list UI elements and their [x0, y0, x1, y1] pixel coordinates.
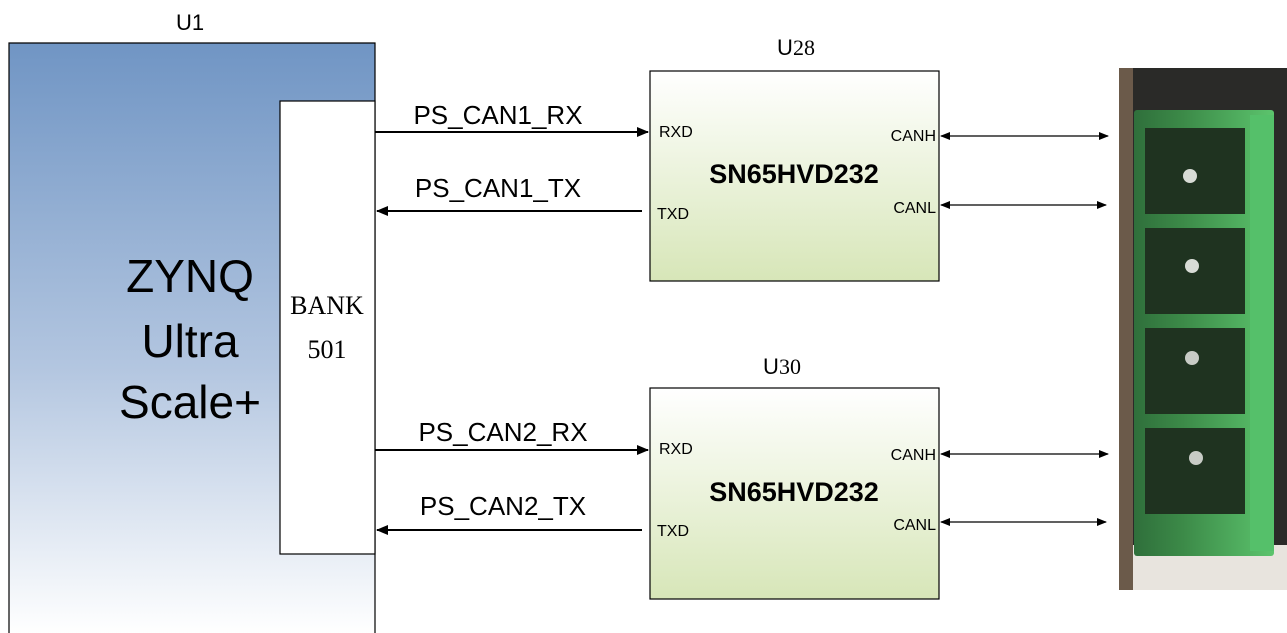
u30-pin-rxd: RXD [659, 441, 693, 458]
u30-body [649, 387, 940, 600]
terminal-block-connector [1119, 68, 1287, 590]
connector-slot-4 [1145, 428, 1245, 514]
u30-ref-label: U30 [763, 354, 801, 379]
u30-pin-txd: TXD [657, 523, 689, 540]
u28-pin-txd: TXD [657, 206, 689, 223]
screw-4 [1189, 451, 1203, 465]
u28-pin-canl: CANL [893, 200, 936, 217]
transceiver-u30: U30 SN65HVD232 RXD TXD CANH CANL [649, 354, 940, 600]
can-bus-lines [940, 132, 1109, 526]
can2-rx-label: PS_CAN2_RX [418, 417, 587, 447]
zynq-name-line-3: Scale+ [119, 376, 261, 428]
u28-pin-canh: CANH [891, 128, 936, 145]
screw-1 [1183, 169, 1197, 183]
can2-signals: PS_CAN2_RX PS_CAN2_TX [375, 417, 649, 535]
u28-ref-label: U28 [777, 35, 815, 60]
connector-slot-3 [1145, 328, 1245, 414]
bank-501-block: BANK 501 [279, 100, 376, 555]
can1-rx-label: PS_CAN1_RX [413, 100, 582, 130]
bank-label-line-2: 501 [308, 335, 347, 364]
screw-3 [1185, 351, 1199, 365]
screw-2 [1185, 259, 1199, 273]
zynq-ref-label: U1 [176, 10, 204, 35]
u28-body [649, 70, 940, 282]
zynq-name-line-1: ZYNQ [126, 250, 254, 302]
transceiver-u28: U28 SN65HVD232 RXD TXD CANH CANL [649, 35, 940, 282]
can1-signals: PS_CAN1_RX PS_CAN1_TX [375, 100, 649, 216]
u30-pin-canh: CANH [891, 447, 936, 464]
zynq-name-line-2: Ultra [141, 315, 239, 367]
connector-screws [1183, 169, 1203, 465]
u30-pin-canl: CANL [893, 517, 936, 534]
connector-slots [1145, 128, 1245, 514]
u30-part-number: SN65HVD232 [709, 477, 879, 507]
can2-tx-label: PS_CAN2_TX [420, 491, 586, 521]
connector-slot-1 [1145, 128, 1245, 214]
connector-rail [1250, 115, 1274, 551]
u28-part-number: SN65HVD232 [709, 159, 879, 189]
u28-pin-rxd: RXD [659, 124, 693, 141]
bank-label-line-1: BANK [290, 291, 364, 320]
bank-body [279, 100, 376, 555]
can1-tx-label: PS_CAN1_TX [415, 173, 581, 203]
connector-light-left [1119, 68, 1133, 590]
